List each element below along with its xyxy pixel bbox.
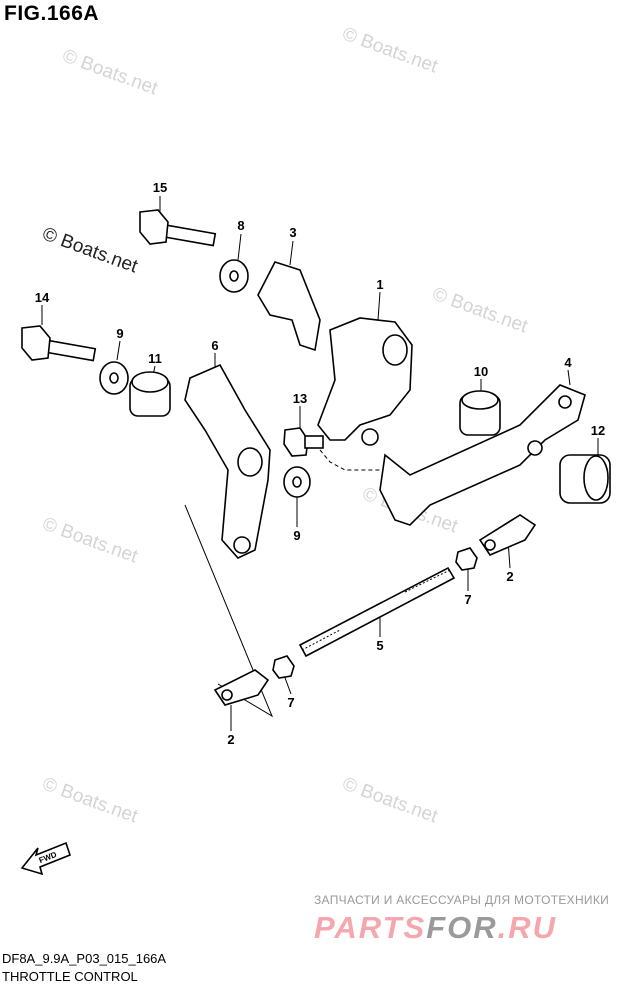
callout-13: 13 <box>293 391 307 406</box>
part-4-link <box>379 384 586 526</box>
callout-4: 4 <box>564 355 572 370</box>
partsfor-logo: PARTSFOR.RU <box>314 910 557 946</box>
callout-11: 11 <box>148 351 162 366</box>
part-9-washer <box>99 361 129 395</box>
callout-2: 2 <box>227 732 234 747</box>
logo-part: .RU <box>497 910 558 945</box>
diagram-code: DF8A_9.9A_P03_015_166A <box>2 951 167 966</box>
callout-7: 7 <box>287 695 294 710</box>
part-6-lever <box>184 363 271 559</box>
callout-10: 10 <box>474 364 488 379</box>
part-11-collar <box>129 371 171 417</box>
callout-14: 14 <box>35 290 50 305</box>
part-10-collar <box>459 390 501 436</box>
callout-3: 3 <box>289 225 296 240</box>
part-5-rod <box>298 566 456 658</box>
part-13-bolt <box>283 427 324 457</box>
part-2-ball-joint <box>478 514 537 556</box>
fwd-arrow-icon: FWD <box>20 841 71 876</box>
part-7-nut <box>455 547 478 571</box>
part-12-collar <box>559 454 611 504</box>
callout-5: 5 <box>376 638 383 653</box>
part-2-ball-joint <box>213 669 270 706</box>
part-9-washer <box>283 466 311 498</box>
part-7-nut <box>272 655 295 679</box>
diagram-subtitle: THROTTLE CONTROL <box>2 969 138 984</box>
callout-6: 6 <box>211 338 218 353</box>
partsfor-tagline: ЗАПЧАСТИ И АКСЕССУАРЫ ДЛЯ МОТОТЕХНИКИ <box>314 893 610 907</box>
logo-part: FOR <box>426 910 498 945</box>
callout-1: 1 <box>376 277 383 292</box>
callout-12: 12 <box>591 423 605 438</box>
callout-15: 15 <box>153 180 167 195</box>
callout-8: 8 <box>237 218 244 233</box>
figure-title: FIG.166A <box>4 2 100 25</box>
callout-7: 7 <box>464 592 471 607</box>
part-3-bracket <box>257 261 321 352</box>
part-8-washer <box>219 259 249 293</box>
logo-part: PARTS <box>314 910 427 945</box>
part-15-bolt <box>139 209 217 247</box>
callout-2: 2 <box>506 569 513 584</box>
callout-9: 9 <box>293 528 300 543</box>
part-14-bolt <box>21 325 97 362</box>
callout-9: 9 <box>116 326 123 341</box>
